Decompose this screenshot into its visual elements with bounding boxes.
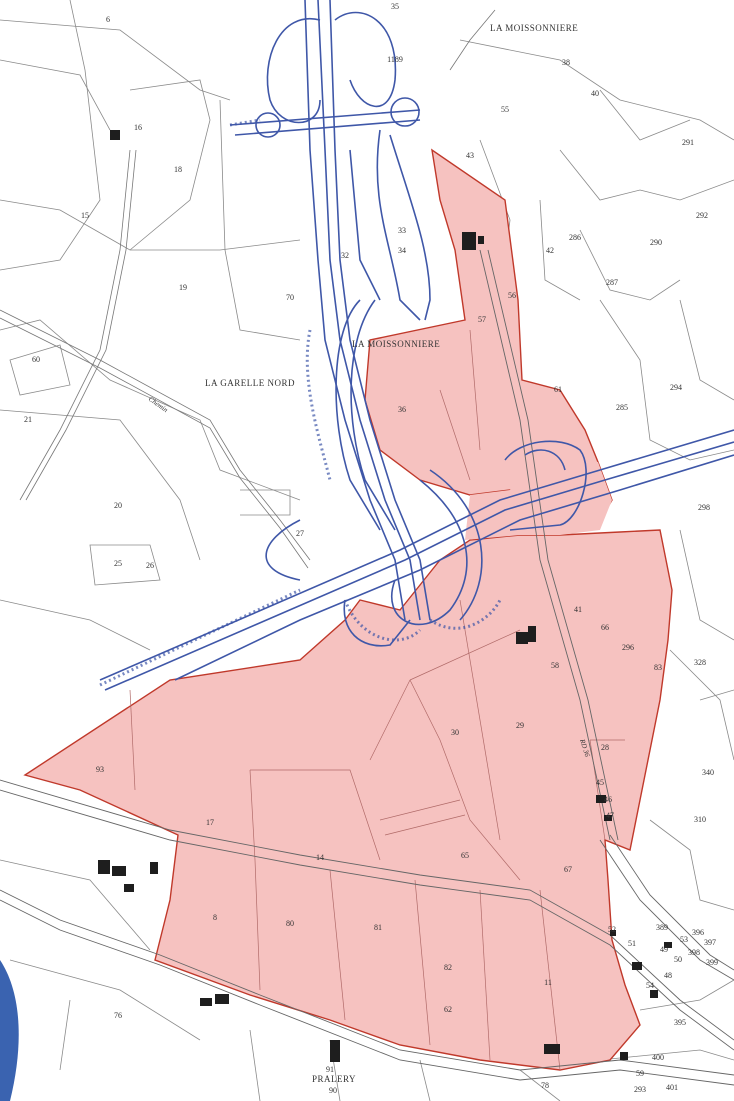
place-moissonniere-mid: LA MOISSONNIERE xyxy=(352,339,440,349)
parcel-number-296: 296 xyxy=(622,643,634,652)
place-pralery: PRALERY xyxy=(312,1074,356,1084)
parcel-number-25: 25 xyxy=(114,559,122,568)
parcel-number-285: 285 xyxy=(616,403,628,412)
motorway-interchange xyxy=(99,0,734,691)
rd36-road xyxy=(479,249,619,841)
parcel-number-26: 26 xyxy=(146,561,154,570)
parcel-number-67: 67 xyxy=(564,865,572,874)
parcel-number-57: 57 xyxy=(478,315,486,324)
parcel-number-27: 27 xyxy=(296,529,304,538)
parcel-number-286: 286 xyxy=(569,233,581,242)
parcel-number-6: 6 xyxy=(106,15,110,24)
parcel-number-59: 59 xyxy=(636,1069,644,1078)
parcel-number-45: 45 xyxy=(596,778,604,787)
parcel-number-47: 47 xyxy=(606,811,614,820)
parcel-number-82: 82 xyxy=(444,963,452,972)
parcel-number-310: 310 xyxy=(694,815,706,824)
parcel-number-21: 21 xyxy=(24,415,32,424)
development-zone-inner xyxy=(465,462,612,540)
parcel-number-33: 33 xyxy=(398,226,406,235)
parcel-number-80: 80 xyxy=(286,919,294,928)
parcel-number-81: 81 xyxy=(374,923,382,932)
parcel-number-292: 292 xyxy=(696,211,708,220)
parcel-number-48: 48 xyxy=(664,971,672,980)
parcel-number-399: 399 xyxy=(706,958,718,967)
parcel-number-30: 30 xyxy=(451,728,459,737)
river xyxy=(0,960,19,1101)
parcel-number-53: 53 xyxy=(680,935,688,944)
parcel-number-49: 49 xyxy=(660,945,668,954)
parcel-number-70: 70 xyxy=(286,293,294,302)
parcel-number-395: 395 xyxy=(674,1018,686,1027)
parcel-number-40: 40 xyxy=(591,89,599,98)
parcel-number-38: 38 xyxy=(562,58,570,67)
parcel-number-398: 398 xyxy=(688,948,700,957)
rail-line xyxy=(0,779,734,1086)
parcel-number-400: 400 xyxy=(652,1053,664,1062)
parcel-number-328: 328 xyxy=(694,658,706,667)
place-garelle-nord: LA GARELLE NORD xyxy=(205,378,295,388)
parcel-number-340: 340 xyxy=(702,768,714,777)
parcel-number-61: 61 xyxy=(554,385,562,394)
parcel-number-8: 8 xyxy=(213,913,217,922)
parcel-number-78: 78 xyxy=(541,1081,549,1090)
parcel-number-52: 52 xyxy=(608,925,616,934)
parcel-number-16: 16 xyxy=(134,123,142,132)
parcel-number-66: 66 xyxy=(601,623,609,632)
parcel-number-65: 65 xyxy=(461,851,469,860)
parcel-number-42: 42 xyxy=(546,246,554,255)
parcel-number-58: 58 xyxy=(551,661,559,670)
parcel-number-287: 287 xyxy=(606,278,618,287)
parcel-number-290: 290 xyxy=(650,238,662,247)
parcel-number-28: 28 xyxy=(601,743,609,752)
parcel-number-20: 20 xyxy=(114,501,122,510)
parcel-number-15: 15 xyxy=(81,211,89,220)
parcel-number-43: 43 xyxy=(466,151,474,160)
parcel-number-41: 41 xyxy=(574,605,582,614)
parcel-number-293: 293 xyxy=(634,1085,646,1094)
parcel-number-90: 90 xyxy=(329,1086,337,1095)
parcel-number-54: 54 xyxy=(646,981,654,990)
parcel-number-29: 29 xyxy=(516,721,524,730)
road-label-chemin: Chemin xyxy=(147,395,170,414)
parcel-number-91: 91 xyxy=(326,1065,334,1074)
parcel-number-396: 396 xyxy=(692,928,704,937)
parcel-number-294: 294 xyxy=(670,383,682,392)
parcel-number-389: 389 xyxy=(656,923,668,932)
parcel-number-1189: 1189 xyxy=(387,55,403,64)
buildings xyxy=(98,130,672,1062)
parcel-number-397: 397 xyxy=(704,938,716,947)
parcel-number-18: 18 xyxy=(174,165,182,174)
parcel-number-56: 56 xyxy=(508,291,516,300)
parcel-number-35: 35 xyxy=(391,2,399,11)
parcel-number-labels: 6 8 11 14 15 16 17 18 19 20 21 25 26 27 28 29 30 32 33 34 35… xyxy=(24,2,718,1095)
parcel-number-34: 34 xyxy=(398,246,406,255)
parcel-number-60: 60 xyxy=(32,355,40,364)
parcel-number-55: 55 xyxy=(501,105,509,114)
place-moissonniere-top: LA MOISSONNIERE xyxy=(490,23,578,33)
parcel-number-46: 46 xyxy=(604,795,612,804)
parcel-number-76: 76 xyxy=(114,1011,122,1020)
parcel-number-14: 14 xyxy=(316,853,324,862)
parcel-number-62: 62 xyxy=(444,1005,452,1014)
parcel-number-17: 17 xyxy=(206,818,214,827)
parcel-number-50: 50 xyxy=(674,955,682,964)
parcel-number-11: 11 xyxy=(544,978,552,987)
ramp-hatching xyxy=(99,118,502,687)
parcel-number-83: 83 xyxy=(654,663,662,672)
parcel-number-36: 36 xyxy=(398,405,406,414)
parcel-number-298: 298 xyxy=(698,503,710,512)
parcel-number-291: 291 xyxy=(682,138,694,147)
parcel-number-32: 32 xyxy=(341,251,349,260)
parcel-number-93: 93 xyxy=(96,765,104,774)
parcel-number-401: 401 xyxy=(666,1083,678,1092)
parcel-number-19: 19 xyxy=(179,283,187,292)
local-roads xyxy=(0,9,496,569)
parcel-number-51: 51 xyxy=(628,939,636,948)
